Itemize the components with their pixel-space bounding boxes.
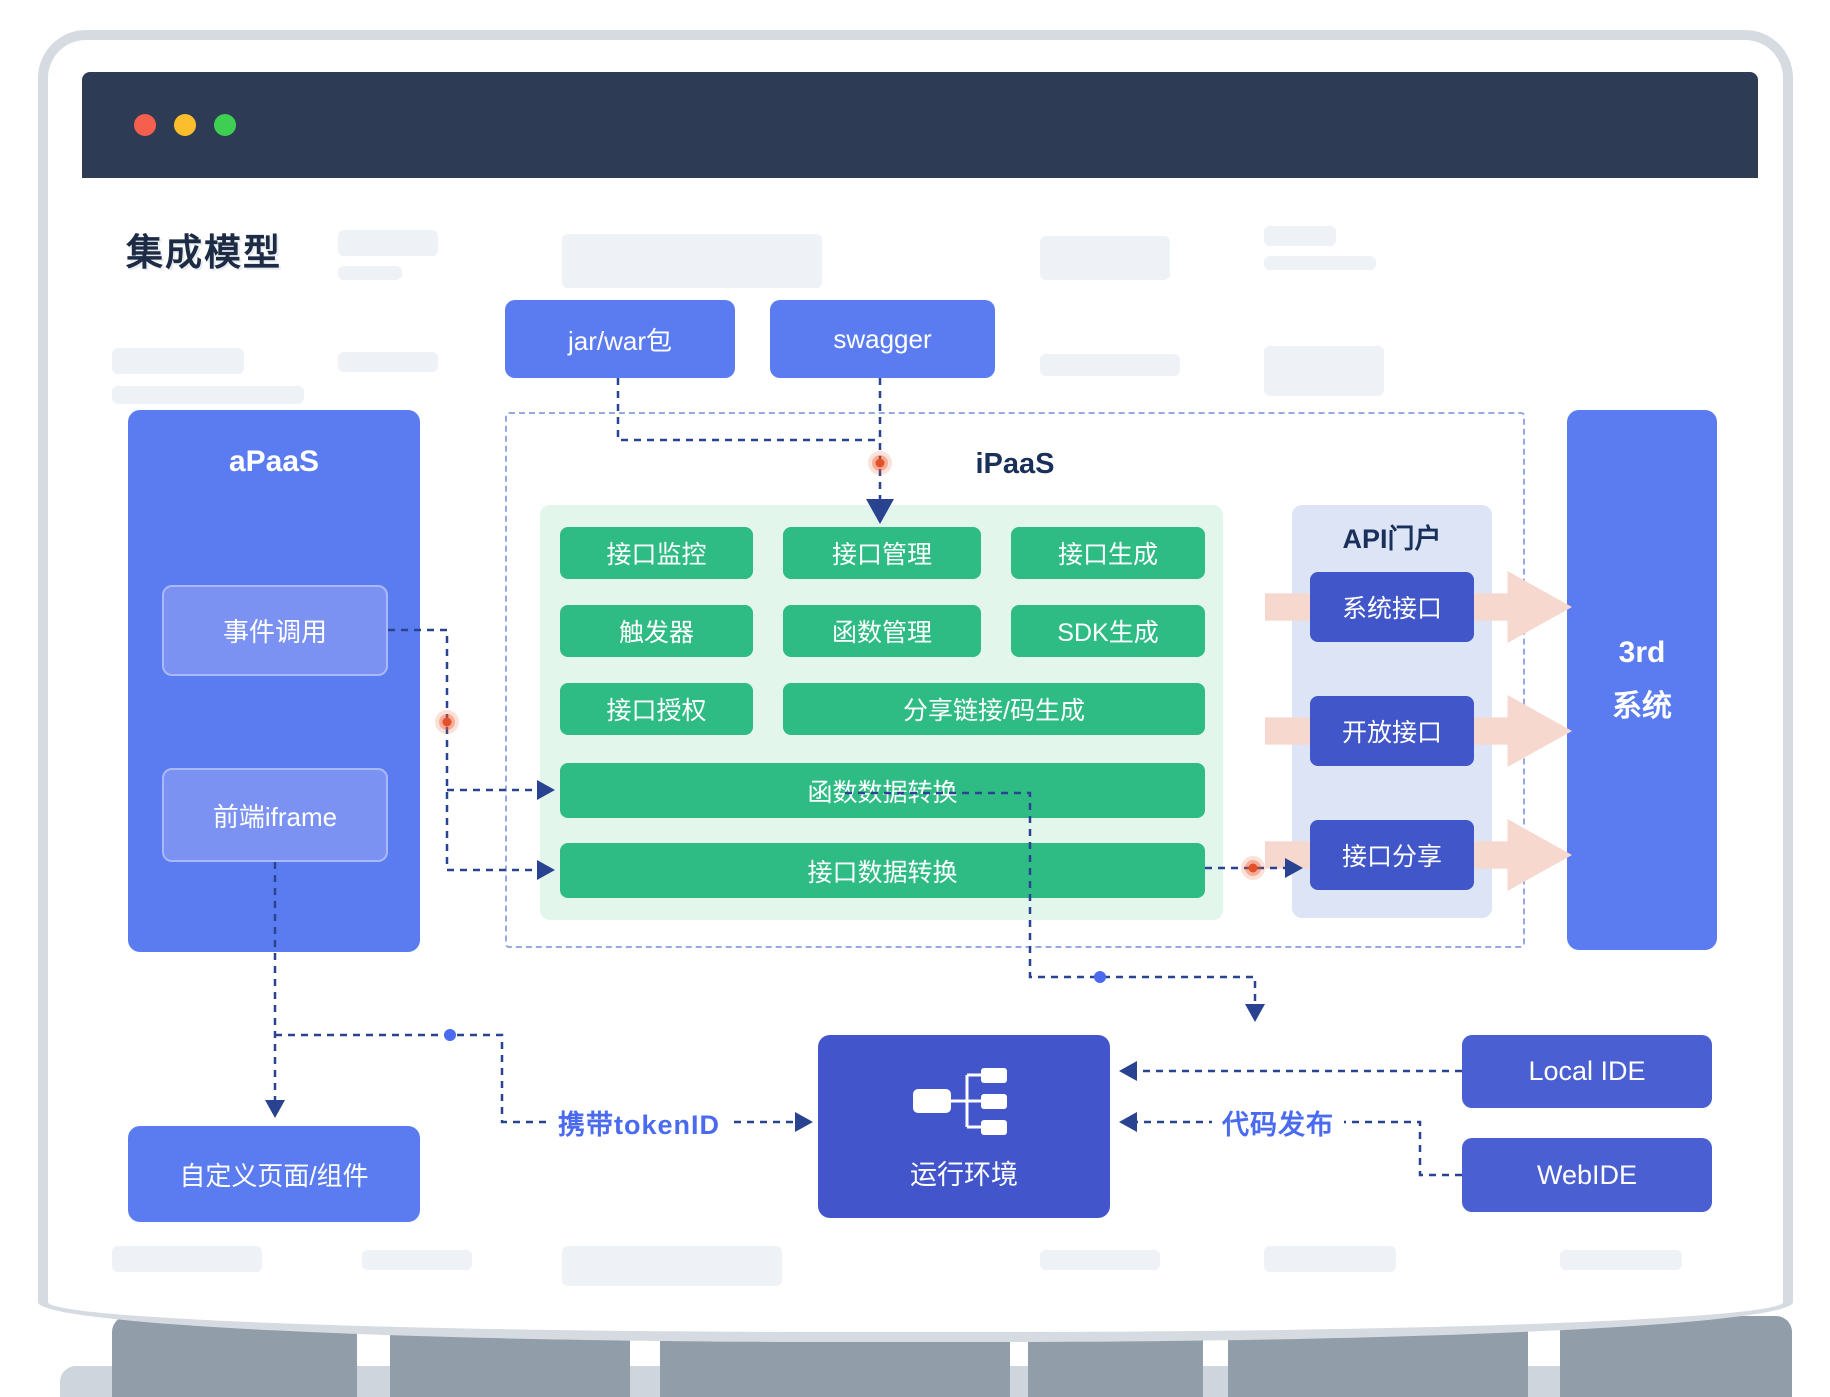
node-api-generate: 接口生成: [1011, 527, 1205, 579]
skeleton-block: [338, 266, 402, 280]
node-trigger: 触发器: [560, 605, 753, 657]
api-portal-title: API门户: [1342, 523, 1442, 554]
edge-label-deploy: 代码发布: [1212, 1100, 1344, 1144]
apaas-title: aPaaS: [228, 445, 320, 478]
workflow-icon: [913, 1068, 1007, 1135]
skeleton-block: [1040, 236, 1170, 280]
edge-label-token: 携带tokenID: [548, 1100, 731, 1144]
third-system-line1: 3rd: [1618, 636, 1666, 669]
skeleton-block: [112, 1246, 262, 1272]
skeleton-block: [1560, 1250, 1682, 1270]
node-function-manage: 函数管理: [783, 605, 981, 657]
node-api-monitor: 接口监控: [560, 527, 753, 579]
node-local-ide: Local IDE: [1462, 1035, 1712, 1108]
third-system-label: 3rd 系统: [1567, 410, 1717, 950]
node-sdk-generate: SDK生成: [1011, 605, 1205, 657]
runtime-label: 运行环境: [910, 1160, 1018, 1190]
background-tab: [1560, 1316, 1792, 1397]
skeleton-block: [562, 234, 822, 288]
node-api-share: 接口分享: [1310, 820, 1474, 890]
node-runtime: 运行环境: [818, 1035, 1110, 1218]
close-window-icon: [134, 114, 156, 136]
browser-titlebar: [82, 72, 1758, 178]
skeleton-block: [1264, 256, 1376, 270]
node-event-call: 事件调用: [162, 585, 388, 676]
skeleton-block: [112, 386, 304, 404]
node-func-data-transform: 函数数据转换: [560, 763, 1205, 818]
node-system-api: 系统接口: [1310, 572, 1474, 642]
node-custom-page: 自定义页面/组件: [128, 1126, 420, 1222]
skeleton-block: [1264, 1246, 1396, 1272]
skeleton-block: [562, 1246, 782, 1286]
panel-third-system: [1567, 410, 1717, 950]
minimize-window-icon: [174, 114, 196, 136]
skeleton-block: [338, 230, 438, 256]
skeleton-block: [1264, 346, 1384, 396]
node-open-api: 开放接口: [1310, 696, 1474, 766]
node-frontend-iframe: 前端iframe: [162, 768, 388, 862]
page-title: 集成模型: [126, 232, 282, 273]
node-swagger: swagger: [770, 300, 995, 378]
node-api-data-transform: 接口数据转换: [560, 843, 1205, 898]
skeleton-block: [1040, 1250, 1160, 1270]
panel-apaas: [128, 410, 420, 952]
skeleton-block: [1040, 354, 1180, 376]
maximize-window-icon: [214, 114, 236, 136]
skeleton-block: [338, 352, 438, 372]
ipaas-title: iPaaS: [975, 447, 1055, 480]
skeleton-block: [1264, 226, 1336, 246]
third-system-line2: 系统: [1612, 690, 1672, 723]
skeleton-block: [112, 348, 244, 374]
node-share-link: 分享链接/码生成: [783, 683, 1205, 735]
node-web-ide: WebIDE: [1462, 1138, 1712, 1212]
node-jar-war: jar/war包: [505, 300, 735, 378]
skeleton-block: [362, 1250, 472, 1270]
node-api-auth: 接口授权: [560, 683, 753, 735]
node-api-manage: 接口管理: [783, 527, 981, 579]
